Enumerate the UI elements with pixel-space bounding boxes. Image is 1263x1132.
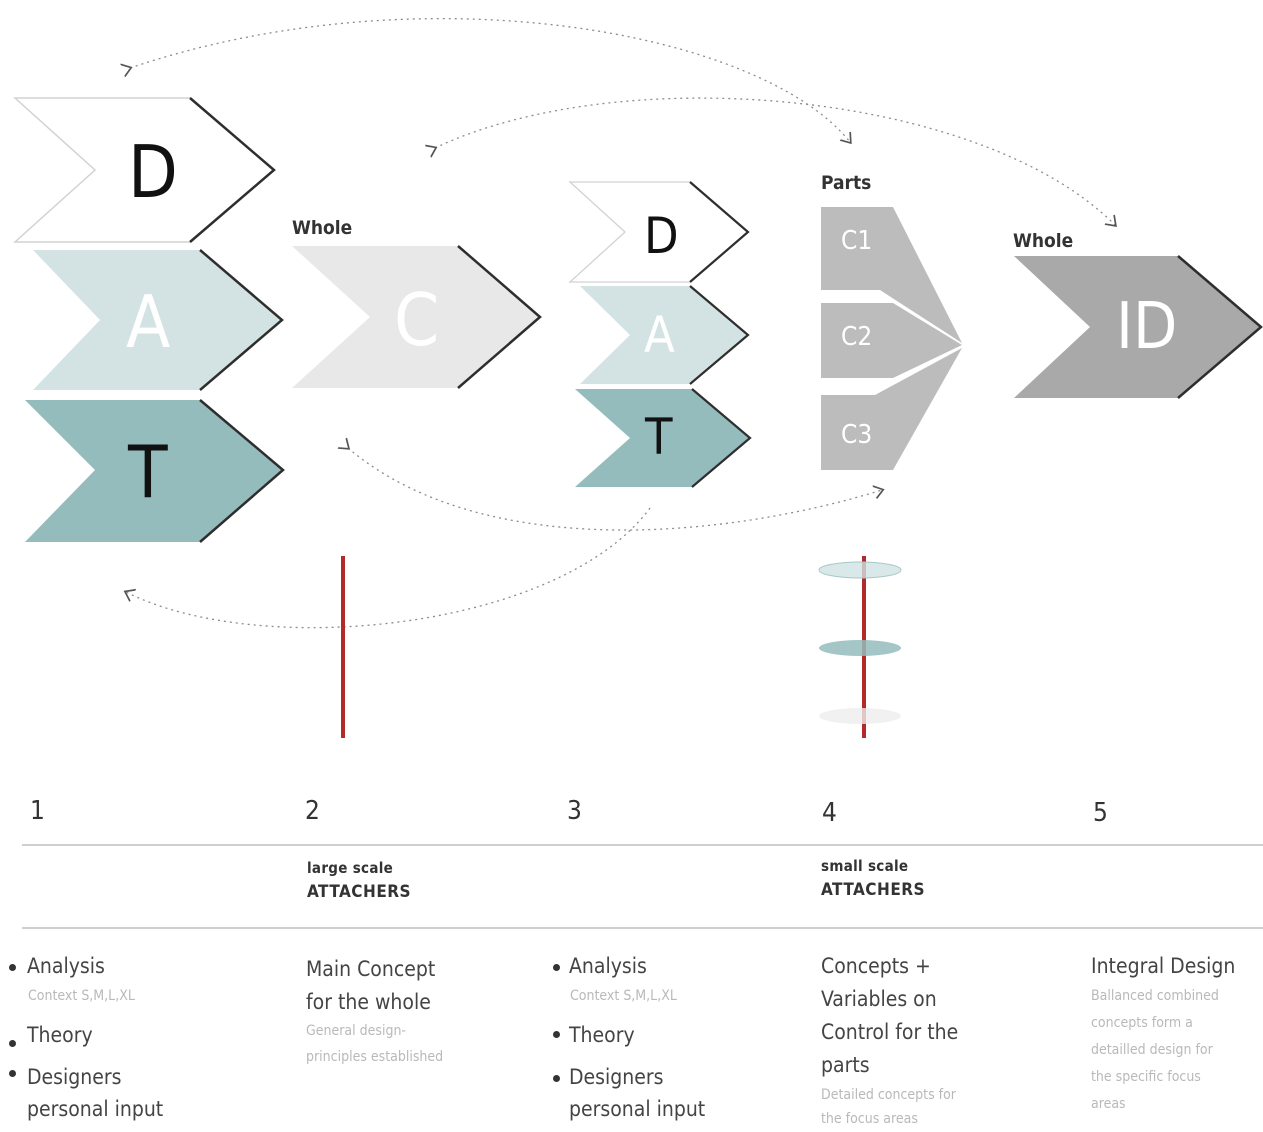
col1-a-chevron [33, 250, 282, 390]
large-scale-label: large scale [307, 859, 394, 877]
col2-chevron-group [292, 245, 542, 389]
col1-t-edge [199, 399, 285, 543]
col3-d-letter: D [644, 207, 679, 265]
col1-analysis-sub: Context S,M,L,XL [28, 988, 135, 1004]
col3-theory: Theory [569, 1023, 635, 1047]
col4-c1-label: C1 [841, 226, 873, 256]
col1-d-edge [189, 97, 276, 243]
col5-sub-line-4: the specific focus [1091, 1069, 1201, 1085]
col5-chevron-group [1014, 255, 1263, 399]
col4-title-line-1: Concepts + [821, 954, 931, 978]
col3-analysis: Analysis [569, 954, 647, 978]
col1-a-letter: A [126, 280, 171, 364]
bullet-dot [553, 1075, 560, 1082]
col4-c3-label: C3 [841, 420, 873, 450]
column-number-4: 4 [822, 798, 837, 828]
col2-sub-line-2: principles established [306, 1049, 444, 1065]
arc-2-to-5 [435, 97, 1115, 225]
col5-sub-line-1: Ballanced combined [1091, 988, 1219, 1004]
bullet-dot [9, 1040, 16, 1047]
bullet-dot [553, 1031, 560, 1038]
large-scale-attachers-label: ATTACHERS [307, 882, 412, 902]
col4-title-line-2: Variables on [821, 987, 937, 1011]
attacher-disc-bottom [819, 708, 901, 724]
column-number-1: 1 [30, 796, 45, 826]
arc-1-to-4 [130, 17, 850, 142]
column-number-2: 2 [305, 796, 320, 826]
col4-parts [821, 207, 962, 470]
attacher-disc-middle [819, 640, 901, 656]
col5-sub-line-2: concepts form a [1091, 1015, 1193, 1031]
col3-personal-input: personal input [569, 1097, 706, 1121]
col1-t-letter: T [128, 430, 168, 514]
small-scale-attachers-label: ATTACHERS [821, 880, 926, 900]
col4-sub-line-2: the focus areas [821, 1111, 918, 1127]
col5-id-letter: ID [1116, 290, 1178, 364]
bullet-dot [9, 1070, 16, 1077]
col1-stack [13, 97, 285, 543]
col3-analysis-sub: Context S,M,L,XL [570, 988, 677, 1004]
col4-c3-shape [821, 348, 962, 470]
col5-id-edge [1177, 255, 1263, 399]
col4-c2-shape [821, 303, 962, 378]
col1-a-edge [199, 249, 284, 391]
col2-title-line-1: Main Concept [306, 957, 436, 981]
attacher-disc-top [818, 561, 902, 579]
col4-title-line-4: parts [821, 1053, 870, 1077]
bullet-dot [553, 964, 560, 971]
col3-designers: Designers [569, 1065, 664, 1089]
col1-t-chevron [25, 400, 283, 542]
col5-id-chevron [1014, 256, 1261, 398]
col1-theory: Theory [27, 1023, 93, 1047]
arc-2-to-4 [348, 448, 882, 531]
col2-c-chevron [292, 246, 540, 388]
col5-title: Integral Design [1091, 954, 1236, 978]
col1-d-letter: D [128, 130, 178, 214]
col2-c-letter: C [394, 278, 440, 362]
bullet-dot [9, 964, 16, 971]
col1-designers: Designers [27, 1065, 122, 1089]
col2-sub-line-1: General design- [306, 1023, 406, 1039]
parts-label: Parts [821, 172, 872, 194]
col5-sub-line-3: detailled design for [1091, 1042, 1213, 1058]
col2-title-line-2: for the whole [306, 990, 431, 1014]
small-scale-label: small scale [821, 857, 909, 875]
col3-a-chevron [580, 286, 748, 384]
column-number-3: 3 [567, 796, 582, 826]
col2-c-edge [457, 245, 542, 389]
col4-sub-line-1: Detailed concepts for [821, 1087, 956, 1103]
connector-arcs [126, 17, 1115, 629]
whole-label-right: Whole [1013, 230, 1074, 252]
col4-c2-label: C2 [841, 322, 873, 352]
col3-a-edge [689, 285, 750, 385]
small-scale-attacher [818, 556, 902, 738]
col3-t-letter: T [645, 408, 673, 466]
arc-3-to-1 [126, 507, 651, 629]
col4-c1-shape [821, 207, 962, 343]
col1-personal-input: personal input [27, 1097, 164, 1121]
col1-analysis: Analysis [27, 954, 105, 978]
whole-label-left: Whole [292, 217, 353, 239]
col5-sub-line-5: areas [1091, 1096, 1126, 1112]
col3-d-edge [689, 181, 750, 283]
column-number-5: 5 [1093, 798, 1108, 828]
col3-a-letter: A [644, 306, 675, 364]
col4-title-line-3: Control for the [821, 1020, 959, 1044]
col3-t-chevron [575, 389, 750, 487]
col3-t-edge [691, 388, 752, 488]
col3-stack [568, 181, 752, 488]
